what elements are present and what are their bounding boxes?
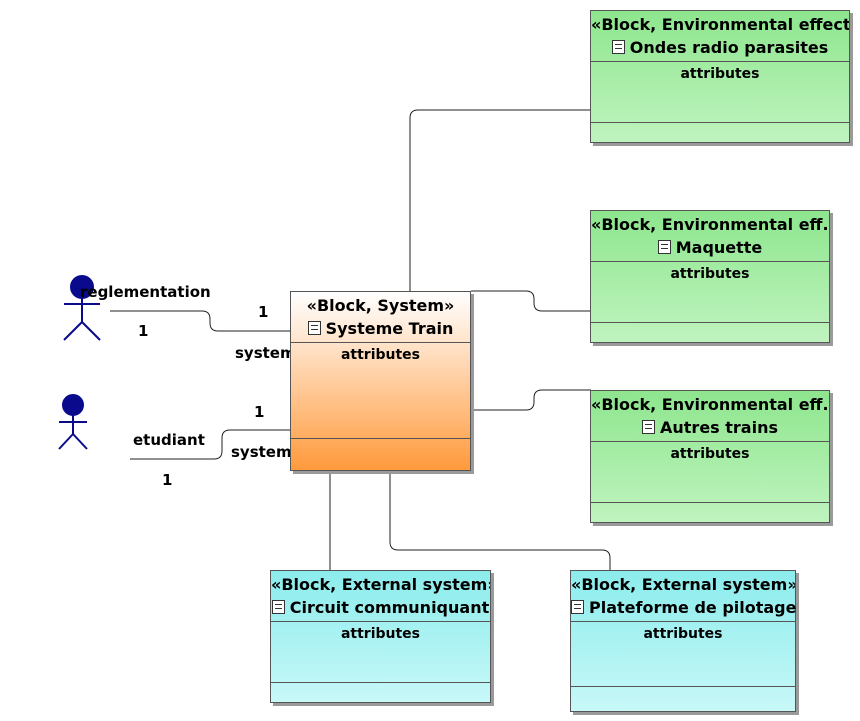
block-name: Systeme Train <box>291 318 470 342</box>
block-header: «Block, Environmental eff... Maquette <box>591 211 829 262</box>
block-icon <box>642 420 655 434</box>
block-name-text: Plateforme de pilotage <box>589 598 797 617</box>
block-plateforme-de-pilotage[interactable]: «Block, External system» Plateforme de p… <box>570 570 796 712</box>
attributes-compartment: attributes <box>643 626 723 642</box>
block-icon <box>611 40 625 54</box>
link-autres <box>471 389 591 411</box>
stereotype-label: «Block, External system» <box>571 575 795 594</box>
block-autres-trains[interactable]: «Block, Environmental eff... Autres trai… <box>590 390 830 523</box>
block-name-text: Maquette <box>675 238 763 257</box>
block-name-text: Autres trains <box>660 418 778 437</box>
link-maquette <box>471 290 591 312</box>
block-icon <box>271 600 285 614</box>
attributes-compartment: attributes <box>670 266 750 282</box>
multiplicity-actor-etudiant: 1 <box>162 471 173 489</box>
block-icon <box>571 600 584 614</box>
block-name: Plateforme de pilotage <box>571 597 797 621</box>
block-name-text: Circuit communiquant <box>289 598 490 617</box>
block-name: Autres trains <box>591 417 829 441</box>
actor-icon[interactable] <box>55 392 91 452</box>
link-ondes <box>409 109 591 291</box>
block-header: «Block, Environmental eff... Autres trai… <box>591 391 829 442</box>
attributes-compartment: attributes <box>340 347 421 363</box>
block-name: Maquette <box>591 237 829 261</box>
block-header: «Block, Environmental effect» Ondes radi… <box>591 11 849 62</box>
block-systeme-train[interactable]: «Block, System» Systeme Train attributes <box>290 291 471 471</box>
operations-compartment <box>591 122 849 142</box>
operations-compartment <box>271 682 490 702</box>
system-role-etudiant: system <box>231 443 292 461</box>
block-ondes-radio-parasites[interactable]: «Block, Environmental effect» Ondes radi… <box>590 10 850 143</box>
actor-icon[interactable] <box>58 272 106 344</box>
block-icon <box>307 321 321 335</box>
attributes-compartment: attributes <box>340 626 421 642</box>
role-label-etudiant: etudiant <box>133 431 205 449</box>
stereotype-label: «Block, Environmental eff... <box>591 215 829 234</box>
link-reglementation <box>110 310 291 332</box>
operations-compartment <box>591 322 829 342</box>
block-name: Circuit communiquant <box>271 597 490 621</box>
attributes-compartment: attributes <box>670 446 750 462</box>
stereotype-label: «Block, System» <box>306 296 455 315</box>
operations-compartment <box>571 686 795 711</box>
link-etudiant <box>130 429 291 460</box>
role-label-reglementation: reglementation <box>80 283 211 301</box>
block-name-text: Systeme Train <box>325 319 454 338</box>
stereotype-label: «Block, External system» <box>271 575 490 594</box>
block-name-text: Ondes radio parasites <box>629 38 829 57</box>
multiplicity-system-etudiant: 1 <box>254 403 265 421</box>
operations-compartment <box>591 502 829 522</box>
block-maquette[interactable]: «Block, Environmental eff... Maquette at… <box>590 210 830 343</box>
block-circuit-communiquant[interactable]: «Block, External system» Circuit communi… <box>270 570 491 703</box>
system-role-reglementation: system <box>235 344 296 362</box>
link-plateforme <box>389 471 611 571</box>
stereotype-label: «Block, Environmental eff... <box>591 395 829 414</box>
block-header: «Block, External system» Circuit communi… <box>271 571 490 622</box>
attributes-compartment: attributes <box>680 66 760 82</box>
block-header: «Block, System» Systeme Train <box>291 292 470 343</box>
operations-compartment <box>291 438 470 470</box>
multiplicity-actor-reglementation: 1 <box>138 322 149 340</box>
multiplicity-system-reglementation: 1 <box>258 303 269 321</box>
block-icon <box>657 240 671 254</box>
block-name: Ondes radio parasites <box>591 37 849 61</box>
stereotype-label: «Block, Environmental effect» <box>591 15 849 34</box>
block-header: «Block, External system» Plateforme de p… <box>571 571 797 622</box>
